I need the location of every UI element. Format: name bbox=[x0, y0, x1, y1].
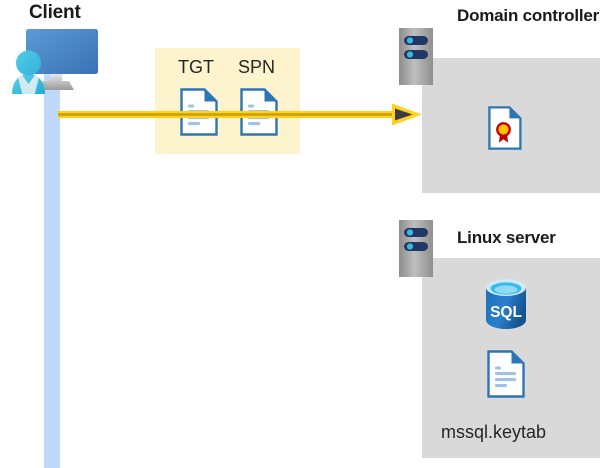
keytab-filename-label: mssql.keytab bbox=[441, 422, 547, 442]
tgt-document-icon bbox=[180, 88, 218, 136]
client-title: Client bbox=[29, 2, 81, 23]
client-lifeline bbox=[44, 74, 60, 468]
tgt-label: TGT bbox=[178, 57, 214, 77]
keytab-document-icon bbox=[487, 350, 525, 398]
sql-database-icon: SQL bbox=[482, 277, 530, 333]
server-rack-icon bbox=[399, 28, 433, 85]
sql-database-text: SQL bbox=[490, 304, 522, 321]
message-payload-box bbox=[155, 48, 300, 154]
spn-label: SPN bbox=[238, 57, 276, 77]
domain-controller-title: Domain controller bbox=[457, 6, 600, 25]
certificate-icon bbox=[488, 106, 522, 150]
server-rack-icon bbox=[399, 220, 433, 277]
client-user-monitor-icon bbox=[6, 26, 102, 98]
linux-server-title: Linux server bbox=[457, 228, 556, 247]
spn-document-icon bbox=[240, 88, 278, 136]
